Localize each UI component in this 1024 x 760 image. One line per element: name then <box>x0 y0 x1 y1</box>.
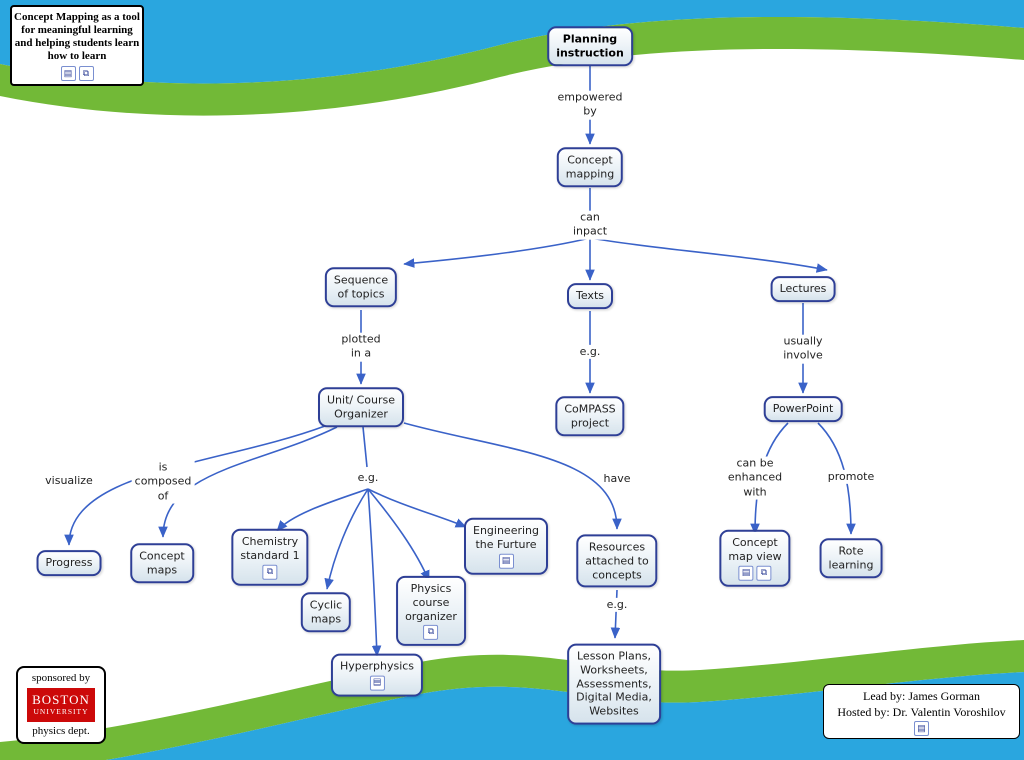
link-label-can-be-enhanced-with[interactable]: can be enhanced with <box>724 456 786 500</box>
resource-icons: ⧉ <box>262 564 278 580</box>
node-concept-maps[interactable]: Concept maps <box>130 543 194 583</box>
link-label-eg-texts[interactable]: e.g. <box>576 344 604 360</box>
logo-line-boston: BOSTON <box>32 692 90 708</box>
node-sequence-of-topics[interactable]: Sequence of topics <box>324 267 398 307</box>
node-text: Sequence of topics <box>333 273 389 300</box>
link-label-empowered-by[interactable]: empowered by <box>554 90 626 120</box>
link-label-is-composed-of[interactable]: is composed of <box>131 460 195 504</box>
node-text: Rote learning <box>828 544 874 571</box>
node-engineering-the-furture[interactable]: Engineering the Furture ▤ <box>464 517 548 575</box>
edge-eg-physicscourse <box>367 488 430 582</box>
node-planning-instruction[interactable]: Planning instruction <box>547 26 633 66</box>
node-text: Concept mapping <box>565 153 615 180</box>
sponsor-box[interactable]: sponsored by BOSTON UNIVERSITY physics d… <box>16 666 106 745</box>
edge-unit-progress <box>64 425 326 546</box>
edge-to-sequence <box>403 237 591 268</box>
node-text: CoMPASS project <box>564 402 616 429</box>
node-rote-learning[interactable]: Rote learning <box>819 538 883 578</box>
sponsored-by-text: sponsored by <box>31 672 91 684</box>
node-text: Engineering the Furture <box>473 523 539 551</box>
document-icon[interactable]: ▤ <box>369 675 385 691</box>
link-label-plotted-in-a[interactable]: plotted in a <box>338 332 384 362</box>
node-lectures[interactable]: Lectures <box>770 276 836 302</box>
node-text: Hyperphysics <box>339 659 415 673</box>
boston-university-logo[interactable]: BOSTON UNIVERSITY <box>27 688 95 722</box>
node-unit-course-organizer[interactable]: Unit/ Course Organizer <box>318 387 404 427</box>
node-text: Lectures <box>779 282 827 296</box>
link-label-have[interactable]: have <box>600 471 634 487</box>
node-text: Unit/ Course Organizer <box>327 393 395 420</box>
hosted-by-text: Hosted by: Dr. Valentin Voroshilov <box>837 704 1006 719</box>
node-cyclic-maps[interactable]: Cyclic maps <box>300 592 352 632</box>
resource-icons: ▤ <box>828 721 1015 737</box>
link-label-eg-resources[interactable]: e.g. <box>603 597 631 613</box>
cmap-icon[interactable]: ⧉ <box>756 565 772 581</box>
node-text: Lesson Plans, Worksheets, Assessments, D… <box>576 649 652 718</box>
map-title-box[interactable]: Concept Mapping as a tool for meaningful… <box>10 5 144 86</box>
node-text: Progress <box>45 556 93 570</box>
edge-eg-cyclic <box>324 488 369 590</box>
resource-icons: ▤ <box>369 675 385 691</box>
edge-eg-chemistry <box>276 488 369 532</box>
link-label-eg-unit[interactable]: e.g. <box>354 470 382 486</box>
logo-line-university: UNIVERSITY <box>33 706 89 716</box>
link-label-visualize[interactable]: visualize <box>42 473 96 489</box>
resource-icons: ▤ ⧉ <box>738 565 772 581</box>
node-progress[interactable]: Progress <box>36 550 102 576</box>
node-text: Resources attached to concepts <box>585 540 649 581</box>
node-physics-course-organizer[interactable]: Physics course organizer ⧉ <box>396 575 466 647</box>
edge-unit-resources <box>403 422 622 530</box>
node-texts[interactable]: Texts <box>567 283 613 309</box>
cmap-icon[interactable]: ⧉ <box>423 625 439 641</box>
top-blue-band <box>0 0 1024 84</box>
node-powerpoint[interactable]: PowerPoint <box>763 396 843 422</box>
map-title-text: Concept Mapping as a tool for meaningful… <box>14 11 140 62</box>
node-resources-attached-to-concepts[interactable]: Resources attached to concepts <box>576 534 658 588</box>
node-compass-project[interactable]: CoMPASS project <box>555 396 625 436</box>
link-label-can-inpact[interactable]: can inpact <box>569 210 611 240</box>
node-text: Concept map view <box>728 535 782 563</box>
edge-to-lectures <box>589 237 828 273</box>
document-icon[interactable]: ▤ <box>498 553 514 569</box>
lead-by-text: Lead by: James Gorman <box>863 689 980 703</box>
edge-unit-eg-stub <box>362 426 368 468</box>
node-text: Chemistry standard 1 <box>240 534 300 562</box>
resource-icons: ⧉ <box>423 625 439 641</box>
node-text: Texts <box>576 289 604 303</box>
document-icon[interactable]: ▤ <box>914 721 929 737</box>
node-hyperphysics[interactable]: Hyperphysics ▤ <box>330 653 424 697</box>
document-icon[interactable]: ▤ <box>60 65 76 81</box>
node-text: Planning instruction <box>556 32 624 59</box>
node-chemistry-standard-1[interactable]: Chemistry standard 1 ⧉ <box>231 528 309 586</box>
edge-eg-hyperphysics <box>367 488 382 657</box>
node-concept-map-view[interactable]: Concept map view ▤ ⧉ <box>719 529 791 587</box>
cmap-icon[interactable]: ⧉ <box>78 65 94 81</box>
credits-box[interactable]: Lead by: James Gorman Hosted by: Dr. Val… <box>823 684 1020 740</box>
node-lesson-plans-worksheets[interactable]: Lesson Plans, Worksheets, Assessments, D… <box>567 643 661 725</box>
link-label-usually-involve[interactable]: usually involve <box>780 334 826 364</box>
node-text: Cyclic maps <box>309 598 343 625</box>
resource-icons: ▤ ⧉ <box>14 65 140 81</box>
node-text: Physics course organizer <box>405 581 457 623</box>
node-text: Concept maps <box>139 549 185 576</box>
cmap-icon[interactable]: ⧉ <box>262 564 278 580</box>
edge-eg-engineering <box>367 488 467 528</box>
document-icon[interactable]: ▤ <box>738 565 754 581</box>
top-green-wave <box>0 16 1024 116</box>
node-concept-mapping[interactable]: Concept mapping <box>556 147 624 187</box>
node-text: PowerPoint <box>772 402 834 416</box>
link-label-promote[interactable]: promote <box>824 469 878 485</box>
resource-icons: ▤ <box>498 553 514 569</box>
physics-dept-text: physics dept. <box>32 724 90 737</box>
